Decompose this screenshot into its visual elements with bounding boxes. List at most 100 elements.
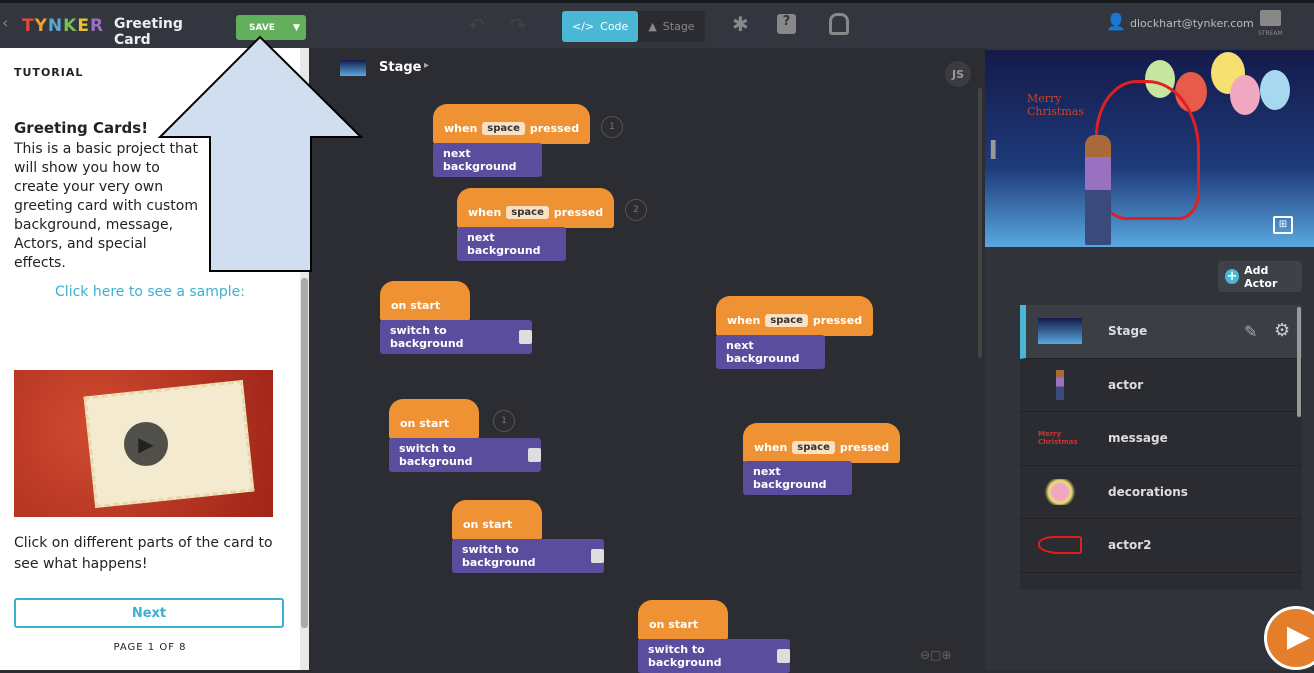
block-label: on start <box>400 417 450 430</box>
stage-thumbnail <box>340 60 366 76</box>
on-start-block[interactable]: on start <box>389 399 479 439</box>
js-button[interactable]: JS <box>945 61 971 87</box>
tutorial-label: TUTORIAL <box>14 66 84 79</box>
back-chevron-icon[interactable]: ‹ <box>2 13 9 32</box>
backpack-icon[interactable] <box>829 13 849 35</box>
block-label: switch to background <box>399 442 473 468</box>
plus-icon: + <box>1225 269 1240 284</box>
stage-thumbnail <box>1038 318 1082 345</box>
next-background-block[interactable]: next background <box>433 143 542 177</box>
sample-video-thumbnail[interactable]: ▶ <box>14 370 273 517</box>
code-scrollbar[interactable] <box>978 88 982 358</box>
balloon <box>1260 70 1290 110</box>
block-count-badge: 1 <box>493 410 515 432</box>
chevron-right-icon: ▸ <box>424 60 430 71</box>
key-dropdown[interactable]: space <box>482 122 525 135</box>
background-picker[interactable] <box>591 549 604 563</box>
actor-name: actor <box>1108 377 1144 392</box>
help-icon[interactable]: ? <box>777 14 796 34</box>
save-label: SAVE <box>249 22 275 33</box>
background-picker[interactable] <box>777 649 790 663</box>
on-start-block[interactable]: on start <box>452 500 542 540</box>
key-dropdown[interactable]: space <box>792 441 835 454</box>
tynker-logo[interactable]: TYNKER <box>22 16 105 36</box>
actor-girl <box>1085 135 1111 245</box>
tutorial-instruction: Click on different parts of the card to … <box>14 535 273 572</box>
actor-item[interactable]: actor2 <box>1020 519 1302 573</box>
next-background-block[interactable]: next background <box>743 461 852 495</box>
chevron-down-icon[interactable]: ▼ <box>292 22 300 33</box>
next-background-block[interactable]: next background <box>716 335 825 369</box>
add-actor-button[interactable]: + Add Actor <box>1218 261 1302 292</box>
block-label: when <box>444 122 478 135</box>
background-picker[interactable] <box>528 448 541 462</box>
actor-name: decorations <box>1108 484 1188 499</box>
block-label: next background <box>467 231 541 257</box>
switch-background-block[interactable]: switch to background <box>389 438 541 472</box>
block-label: switch to background <box>390 324 464 350</box>
user-email[interactable]: dlockhart@tynker.com <box>1130 17 1254 30</box>
block-label: when <box>727 314 761 327</box>
block-label: next background <box>726 339 800 365</box>
add-actor-label: Add Actor <box>1244 263 1278 290</box>
block-count-badge: 2 <box>625 199 647 221</box>
stage-preview[interactable]: Merry Christmas ⊞ <box>985 50 1314 247</box>
user-icon: 👤 <box>1106 12 1126 31</box>
actor-name: actor2 <box>1108 538 1152 553</box>
actor-item[interactable]: actor <box>1020 359 1302 412</box>
background-picker[interactable] <box>519 330 532 344</box>
grid-icon[interactable]: ⊞ <box>1273 216 1293 234</box>
block-label: next background <box>753 465 827 491</box>
when-key-pressed-block[interactable]: when space pressed <box>433 104 590 144</box>
breadcrumb-stage[interactable]: Stage <box>379 60 422 75</box>
message-thumbnail: Merry Christmas <box>1038 430 1078 447</box>
page-indicator: PAGE 1 OF 8 <box>113 642 187 653</box>
chat-icon[interactable] <box>1260 10 1281 26</box>
decorations-thumbnail <box>1038 478 1082 505</box>
gear-icon[interactable]: ⚙ <box>1274 320 1291 341</box>
pencil-icon[interactable]: ✎ <box>1244 322 1258 341</box>
on-start-block[interactable]: on start <box>638 600 728 640</box>
actor-item-stage[interactable]: Stage ✎ ⚙ <box>1020 305 1302 359</box>
block-label: next background <box>443 147 517 173</box>
play-icon[interactable]: ▶ <box>124 422 168 466</box>
block-label: pressed <box>553 206 604 219</box>
switch-background-block[interactable]: switch to background <box>638 639 790 673</box>
save-button[interactable]: SAVE ▼ <box>236 15 306 40</box>
code-canvas[interactable]: Stage ▸ JS ⊖□⊕ <box>309 48 985 670</box>
collapse-handle[interactable]: ▍ <box>991 140 1004 159</box>
sample-link[interactable]: Click here to see a sample: <box>55 284 245 300</box>
key-dropdown[interactable]: space <box>765 314 808 327</box>
actor-list-scrollbar[interactable] <box>1297 307 1301 417</box>
block-label: pressed <box>529 122 580 135</box>
actor-item[interactable]: decorations <box>1020 466 1302 519</box>
block-label: pressed <box>839 441 890 454</box>
code-icon: </> <box>572 20 595 33</box>
switch-background-block[interactable]: switch to background <box>380 320 532 354</box>
view-toggle: </>Code ▲Stage <box>562 11 705 42</box>
block-label: on start <box>463 518 513 531</box>
stream-label[interactable]: STREAM <box>1258 30 1283 37</box>
undo-icon[interactable]: ↶ <box>468 13 485 37</box>
switch-background-block[interactable]: switch to background <box>452 539 604 573</box>
next-background-block[interactable]: next background <box>457 227 566 261</box>
tab-stage[interactable]: ▲Stage <box>638 11 704 42</box>
bug-icon[interactable]: ✱ <box>732 12 749 36</box>
block-label: on start <box>649 618 699 631</box>
on-start-block[interactable]: on start <box>380 281 470 321</box>
top-toolbar: ‹ TYNKER Greeting Card SAVE▼ ↶ ↷ </>Code… <box>0 0 1314 52</box>
play-button[interactable]: ▶ <box>1264 606 1314 670</box>
zoom-controls[interactable]: ⊖□⊕ <box>920 648 952 662</box>
key-dropdown[interactable]: space <box>506 206 549 219</box>
tab-code[interactable]: </>Code <box>562 11 639 42</box>
tutorial-scrollbar[interactable] <box>300 48 309 670</box>
next-button[interactable]: Next <box>14 598 284 628</box>
block-label: on start <box>391 299 441 312</box>
redo-icon[interactable]: ↷ <box>510 13 527 37</box>
